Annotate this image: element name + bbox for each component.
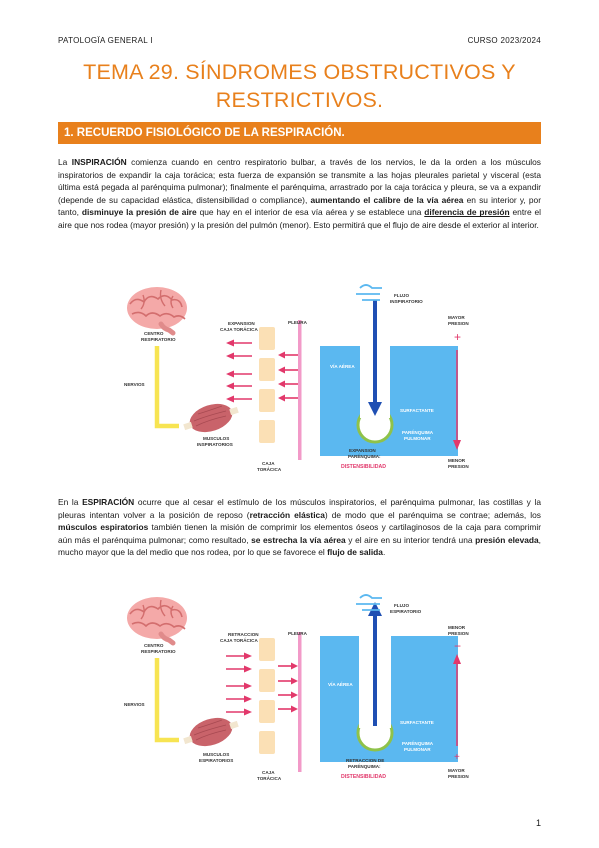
wind-icon — [356, 594, 382, 611]
airflow-arrow-out — [368, 602, 382, 726]
svg-text:DISTENSIBILIDAD: DISTENSIBILIDAD — [341, 464, 386, 470]
pleura-line — [298, 632, 302, 772]
svg-text:SURFACTANTE: SURFACTANTE — [400, 720, 434, 725]
svg-text:CAJA TORÁCICA: CAJA TORÁCICA — [220, 326, 258, 332]
svg-text:MAYOR: MAYOR — [448, 315, 465, 320]
arrows-retraction-right — [278, 662, 298, 713]
nerve-line — [154, 346, 179, 429]
svg-text:MENOR: MENOR — [448, 625, 466, 630]
page-header: PATOLOGÏA GENERAL I CURSO 2023/2024 — [58, 36, 541, 48]
brain-icon — [127, 287, 187, 336]
arrows-expansion-right — [278, 351, 298, 402]
svg-text:PARÉNQUIMA: PARÉNQUIMA — [402, 739, 434, 746]
paragraph-inspiracion: La INSPIRACIÓN comienza cuando en centro… — [58, 157, 542, 230]
svg-text:DISTENSIBILIDAD: DISTENSIBILIDAD — [341, 774, 386, 780]
svg-text:RESPIRATORIO: RESPIRATORIO — [141, 337, 176, 342]
svg-text:INSPIRATORIO: INSPIRATORIO — [390, 299, 423, 304]
figure-espiracion: CENTRO RESPIRATORIO NERVIOS MUSCULOS ESP… — [58, 588, 541, 788]
brain-icon — [127, 597, 187, 646]
svg-text:EXPANSION: EXPANSION — [349, 448, 376, 453]
svg-text:NERVIOS: NERVIOS — [124, 702, 145, 707]
svg-text:ESPIRATORIO: ESPIRATORIO — [390, 609, 422, 614]
arrows-expansion-left — [226, 339, 252, 403]
rib-cage-blocks — [259, 327, 275, 443]
section-heading: 1. RECUERDO FISIOLÓGICO DE LA RESPIRACIÓ… — [58, 122, 541, 144]
svg-text:MUSCULOS: MUSCULOS — [203, 436, 229, 441]
svg-text:CENTRO: CENTRO — [144, 331, 164, 336]
svg-text:PARÉNQUIMA:: PARÉNQUIMA: — [348, 452, 381, 459]
svg-text:PRESION: PRESION — [448, 774, 469, 779]
svg-text:EXPANSION: EXPANSION — [228, 321, 255, 326]
muscle-icon — [183, 403, 239, 433]
nerve-line — [154, 658, 179, 743]
svg-text:+: + — [454, 330, 461, 344]
pleura-line — [298, 320, 302, 460]
svg-text:PLEURA: PLEURA — [288, 631, 308, 636]
svg-text:PRESION: PRESION — [448, 464, 469, 469]
svg-text:MUSCULOS: MUSCULOS — [203, 752, 229, 757]
svg-text:PRESION: PRESION — [448, 631, 469, 636]
arrows-retraction-left — [226, 652, 252, 716]
svg-text:CENTRO: CENTRO — [144, 643, 164, 648]
svg-text:FLUJO: FLUJO — [394, 293, 409, 298]
paragraph-espiracion: En la ESPIRACIÓN ocurre que al cesar el … — [58, 497, 541, 558]
svg-text:PULMONAR: PULMONAR — [404, 747, 431, 752]
svg-text:CAJA TORÁCICA: CAJA TORÁCICA — [220, 637, 258, 643]
svg-text:CAJA: CAJA — [262, 770, 275, 775]
pressure-arrow-down — [453, 350, 461, 450]
svg-text:INSPIRATORIOS: INSPIRATORIOS — [197, 442, 233, 447]
svg-text:FLUJO: FLUJO — [394, 603, 409, 608]
course-name: PATOLOGÏA GENERAL I — [58, 36, 153, 45]
rib-cage-blocks — [259, 638, 275, 754]
svg-text:CAJA: CAJA — [262, 461, 275, 466]
svg-text:RESPIRATORIO: RESPIRATORIO — [141, 649, 176, 654]
svg-text:RETRACCION DE: RETRACCION DE — [346, 758, 384, 763]
svg-text:TORÁCICA: TORÁCICA — [257, 466, 282, 472]
svg-text:+: + — [454, 752, 460, 763]
svg-text:MENOR: MENOR — [448, 458, 466, 463]
svg-text:PRESION: PRESION — [448, 321, 469, 326]
pressure-arrow-up — [453, 654, 461, 746]
page-number: 1 — [535, 818, 541, 828]
page-title: TEMA 29. SÍNDROMES OBSTRUCTIVOS Y RESTRI… — [83, 60, 516, 112]
figure-inspiracion: CENTRO RESPIRATORIO NERVIOS MUSCULOS INS… — [58, 280, 541, 480]
airflow-arrow-in — [368, 300, 382, 416]
svg-text:TORÁCICA: TORÁCICA — [257, 775, 282, 781]
svg-text:RETRACCION: RETRACCION — [228, 632, 259, 637]
svg-text:NERVIOS: NERVIOS — [124, 382, 145, 387]
svg-text:MAYOR: MAYOR — [448, 768, 465, 773]
svg-text:PARÉNQUIMA:: PARÉNQUIMA: — [348, 762, 381, 769]
svg-text:PARÉNQUIMA: PARÉNQUIMA — [402, 428, 434, 435]
svg-text:VÍA AÉREA: VÍA AÉREA — [330, 362, 355, 369]
svg-text:−: − — [454, 639, 461, 653]
svg-text:VÍA AÉREA: VÍA AÉREA — [328, 680, 353, 687]
svg-text:ESPIRATORIOS: ESPIRATORIOS — [199, 758, 233, 763]
svg-text:PLEURA: PLEURA — [288, 320, 308, 325]
svg-text:SURFACTANTE: SURFACTANTE — [400, 408, 434, 413]
muscle-icon — [183, 717, 239, 747]
wind-icon — [356, 284, 382, 301]
course-year: CURSO 2023/2024 — [467, 36, 541, 45]
svg-text:PULMONAR: PULMONAR — [404, 436, 431, 441]
